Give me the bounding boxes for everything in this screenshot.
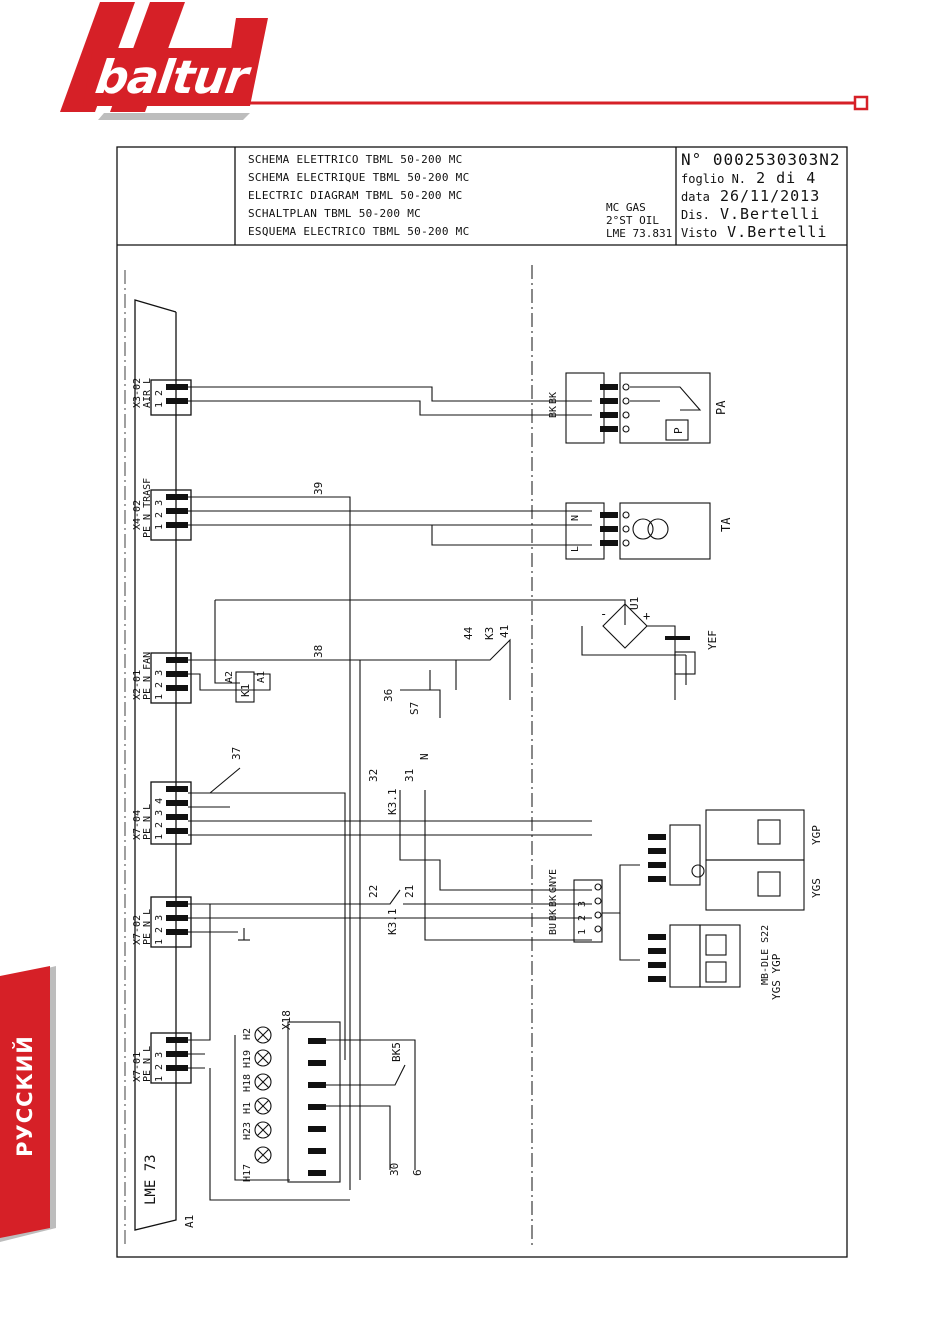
conn-x7-04-nums: 1 2 3 4	[154, 798, 165, 840]
sheet-value: 2 di 4	[756, 169, 817, 187]
label-a1: A1	[256, 671, 267, 683]
sheet-label: foglio N.	[681, 172, 747, 186]
wire-41: 41	[498, 625, 511, 638]
lamp-h2: H2	[242, 1028, 253, 1040]
title-line-de: SCHALTPLAN TBML 50-200 MC	[248, 207, 422, 220]
lamp-h17: H17	[242, 1164, 253, 1182]
title-line-es: ESQUEMA ELECTRICO TBML 50-200 MC	[248, 225, 470, 238]
dis-row: Dis. V.Bertelli	[681, 205, 820, 223]
variant-2st-oil: 2°ST OIL	[606, 214, 659, 227]
wire-22: 22	[367, 885, 380, 898]
conn-x7-01-pins: PE N L	[142, 1046, 153, 1082]
label-ta: TA	[719, 517, 733, 532]
plug-pin-1: 1	[577, 929, 588, 935]
conn-x7-02-pins: PE N L	[142, 909, 153, 945]
conn-x2-01-pins: PE N FAN	[142, 652, 153, 700]
lamp-h23: H23	[242, 1122, 253, 1140]
label-x18: X18	[280, 1010, 293, 1030]
label-pa: PA	[714, 400, 728, 415]
ta-l: L	[570, 546, 581, 552]
controller-ref: A1	[183, 1215, 196, 1228]
conn-x4-02-pins: PE N TRASF	[142, 478, 153, 538]
brand-logo	[60, 2, 869, 120]
date-label: data	[681, 190, 710, 204]
label-u1: U1	[628, 597, 641, 610]
drawing-number: N° 0002530303N2	[681, 150, 841, 169]
color-bk-2: BK	[548, 406, 559, 418]
title-line-fr: SCHEMA ELECTRIQUE TBML 50-200 MC	[248, 171, 470, 184]
wire-6: 6	[411, 1169, 424, 1176]
label-yef: YEF	[706, 630, 719, 650]
title-line-en: ELECTRIC DIAGRAM TBML 50-200 MC	[248, 189, 463, 202]
lamp-h1: H1	[242, 1102, 253, 1114]
label-k1: K1	[239, 684, 252, 697]
color-bk-1: BK	[548, 392, 559, 404]
title-line-it: SCHEMA ELETTRICO TBML 50-200 MC	[248, 153, 463, 166]
wire-30: 30	[388, 1163, 401, 1176]
wire-32: 32	[367, 769, 380, 782]
conn-x4-02-id: X4-02	[132, 500, 143, 530]
visto-row: Visto V.Bertelli	[681, 223, 827, 241]
conn-x3-02-pins: AIR L	[142, 378, 153, 408]
color-bk-4: BK	[548, 909, 559, 921]
sheet-row: foglio N. 2 di 4	[681, 169, 816, 187]
lamp-h18: H18	[242, 1074, 253, 1092]
label-mb-dle: MB-DLE S22	[760, 925, 771, 985]
plug-pin-2: 2	[577, 915, 588, 921]
wire-44: 44	[462, 626, 475, 640]
label-ygs-ygp: YGS YGP	[770, 953, 783, 1000]
controller-label: LME 73	[143, 1154, 159, 1205]
conn-x3-02-id: X3-02	[132, 378, 143, 408]
conn-x2-01-nums: 1 2 3	[154, 670, 165, 700]
label-s7: S7	[408, 702, 421, 715]
wire-37: 37	[230, 747, 243, 760]
wire-31: 31	[403, 769, 416, 782]
label-k3: K3	[483, 627, 496, 640]
wire-21: 21	[403, 885, 416, 898]
dis-value: V.Bertelli	[719, 205, 821, 223]
language-tab	[0, 966, 56, 1242]
rectifier-minus: -	[600, 607, 607, 621]
conn-x7-01-id: X7-01	[132, 1052, 143, 1082]
date-row: data 26/11/2013	[681, 187, 820, 205]
label-ygp: YGP	[810, 825, 823, 845]
dis-label: Dis.	[681, 208, 710, 222]
color-bk-3: BK	[548, 895, 559, 907]
variant-mc-gas: MC GAS	[606, 201, 646, 214]
lamp-h19: H19	[242, 1050, 253, 1068]
variant-lme: LME 73.831	[606, 227, 673, 240]
label-k3-1-top: K3.1	[386, 789, 399, 816]
date-value: 26/11/2013	[719, 187, 821, 205]
label-ygs: YGS	[810, 878, 823, 898]
label-p: P	[672, 427, 685, 434]
conn-x7-02-nums: 1 2 3	[154, 915, 165, 945]
visto-value: V.Bertelli	[727, 223, 828, 241]
visto-label: Visto	[681, 226, 718, 240]
wire-n: N	[418, 753, 431, 760]
conn-x4-02-nums: 1 2 3	[154, 500, 165, 530]
wire-36: 36	[382, 689, 395, 702]
plug-pin-3: 3	[577, 901, 588, 907]
wire-bk5: BK5	[390, 1042, 403, 1062]
conn-x2-01-id: X2-01	[132, 670, 143, 700]
conn-x7-04-pins: PE N L	[142, 804, 153, 840]
wire-39: 39	[312, 482, 325, 495]
label-a2: A2	[224, 671, 235, 683]
color-bu: BU	[548, 923, 559, 935]
rectifier-plus: +	[643, 609, 650, 623]
conn-x7-01-nums: 1 2 3	[154, 1052, 165, 1082]
label-k3-1-bottom: K3.1	[386, 909, 399, 936]
conn-x7-02-id: X7-02	[132, 915, 143, 945]
color-gnye: GNYE	[548, 869, 559, 893]
conn-x3-02-nums: 1 2	[154, 390, 165, 408]
wire-38: 38	[312, 645, 325, 658]
conn-x7-04-id: X7-04	[132, 810, 143, 840]
ta-n: N	[570, 515, 581, 521]
